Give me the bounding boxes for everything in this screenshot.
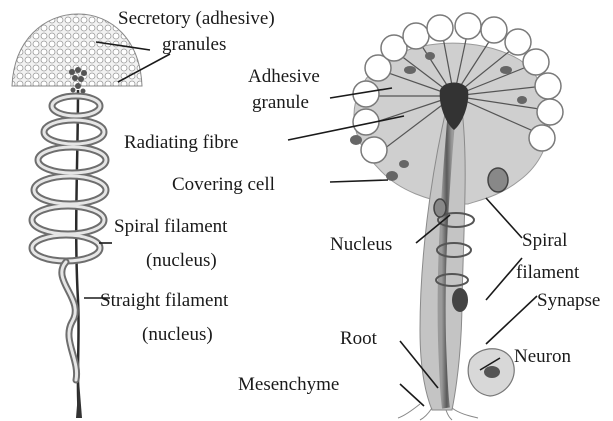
label-adhesive-line2: granule (252, 92, 309, 113)
stem-nucleus-upper (488, 168, 508, 192)
label-spiral-filament-line2: filament (516, 262, 580, 283)
label-nucleus: Nucleus (330, 234, 392, 255)
label-covering-cell: Covering cell (172, 174, 275, 195)
label-root: Root (340, 328, 378, 349)
label-radiating-fibre: Radiating fibre (124, 132, 239, 153)
label-spiral-nucleus-line1: Spiral filament (114, 216, 228, 237)
stem-nucleus-lower (452, 288, 468, 312)
label-secretory-line1: Secretory (adhesive) (118, 8, 275, 29)
label-straight-line1: Straight filament (100, 290, 229, 311)
label-straight-line2: (nucleus) (142, 324, 213, 345)
label-spiral-nucleus-line2: (nucleus) (146, 250, 217, 271)
label-neuron: Neuron (514, 346, 571, 367)
label-spiral-filament-line1: Spiral (522, 230, 567, 251)
label-synapse: Synapse (537, 290, 600, 311)
label-adhesive-line1: Adhesive (248, 66, 320, 87)
label-secretory-line2: granules (162, 34, 226, 55)
label-mesenchyme: Mesenchyme (238, 374, 339, 395)
